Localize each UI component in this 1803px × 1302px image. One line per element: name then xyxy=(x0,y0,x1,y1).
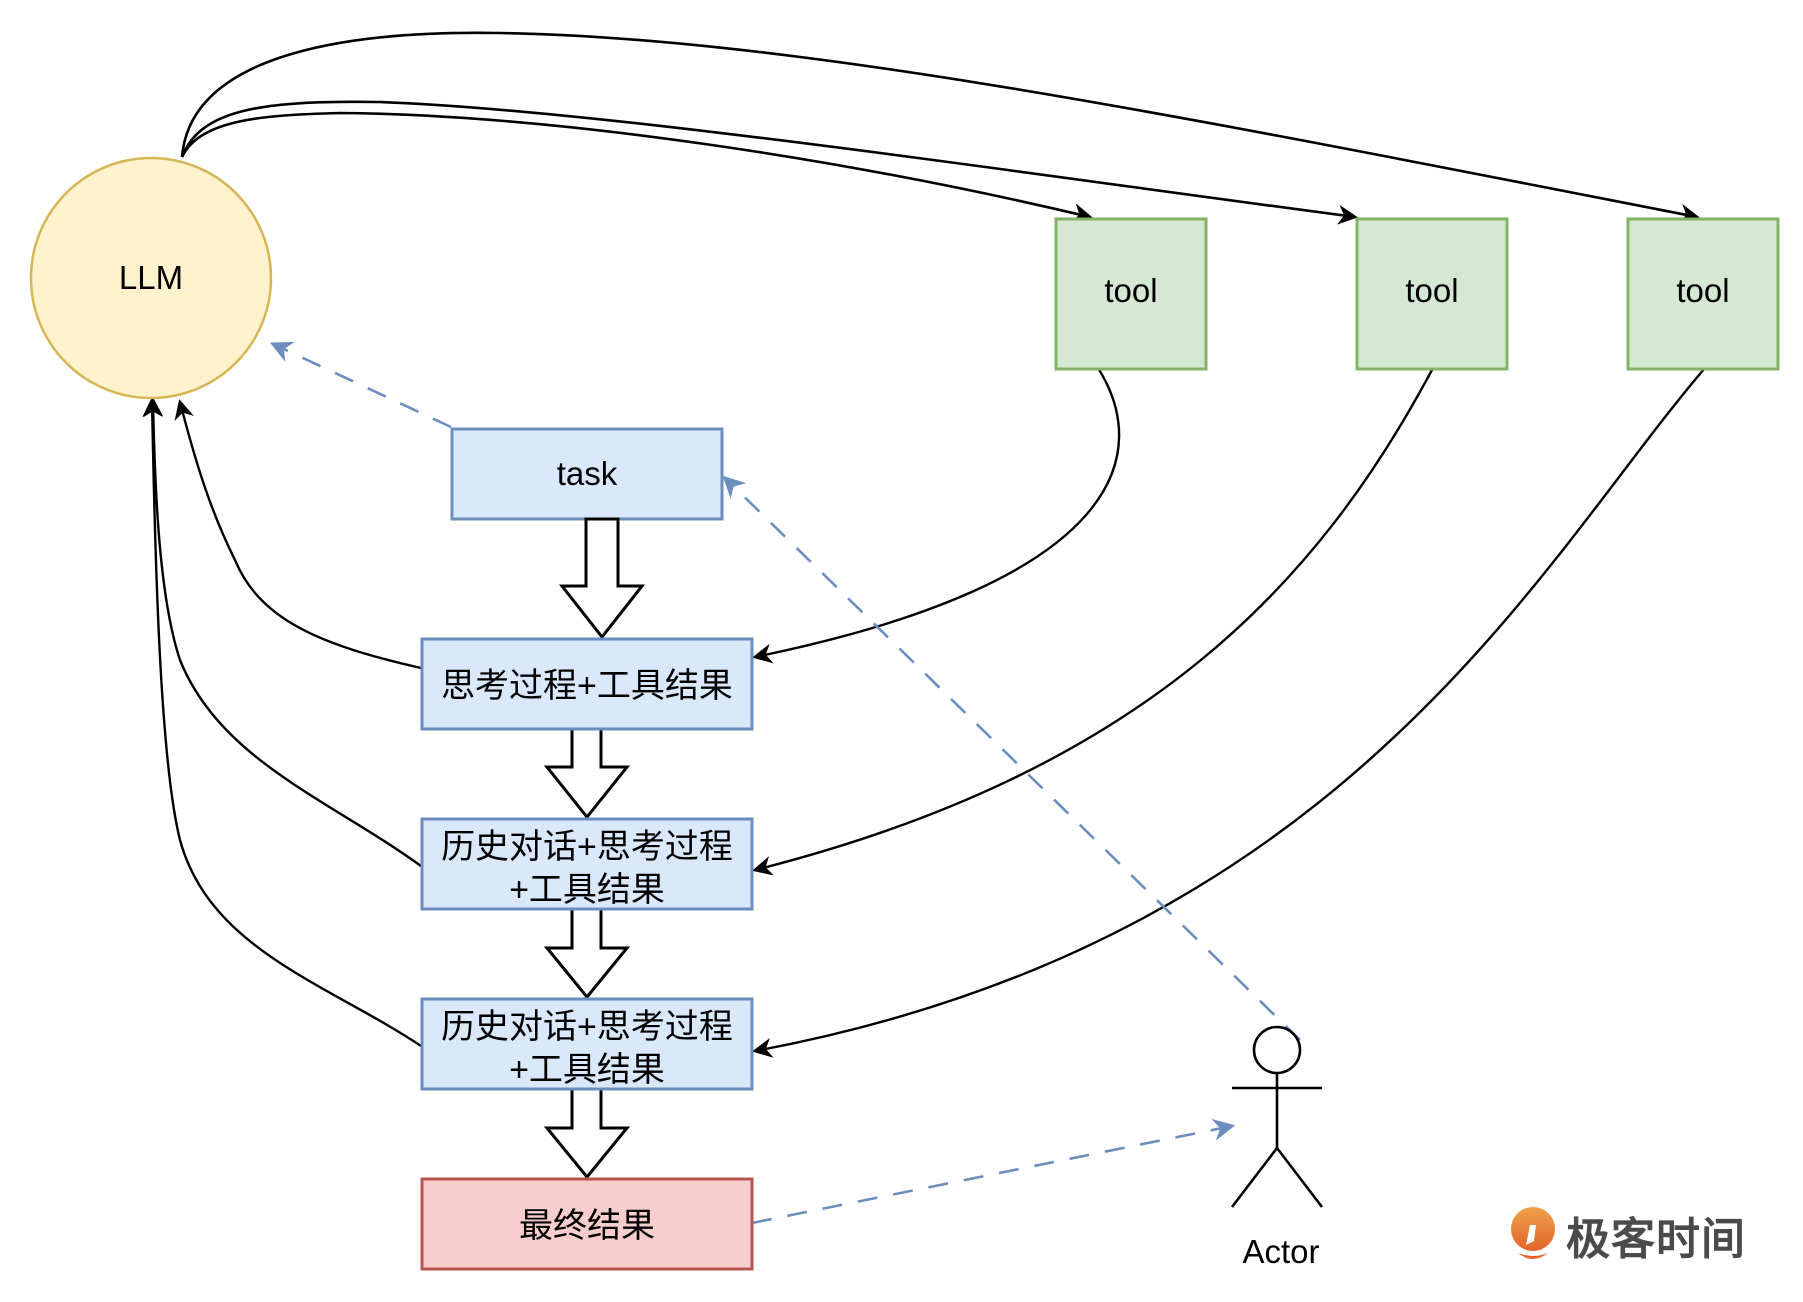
brand-watermark: 极客时间 xyxy=(1508,1203,1746,1267)
dashed-edges xyxy=(270,341,1301,1225)
step-label-line: 思考过程+工具结果 xyxy=(441,667,733,705)
actor-label: Actor xyxy=(1242,1233,1319,1270)
block-arrow-task-step-1 xyxy=(558,517,646,640)
edge-task-llm xyxy=(270,341,452,429)
block-arrows xyxy=(543,517,646,1180)
llm-to-tool-edges xyxy=(180,31,1700,225)
step-node-2[interactable]: 历史对话+思考过程 +工具结果 xyxy=(420,817,754,911)
final-label: 最终结果 xyxy=(519,1207,655,1245)
edge-final-actor xyxy=(751,1118,1236,1225)
edge-step-1-llm xyxy=(174,399,422,670)
actor-left-leg xyxy=(1230,1147,1279,1208)
edge-llm-tool-3 xyxy=(180,31,1700,224)
tool-node-2[interactable]: tool xyxy=(1355,217,1509,371)
step-node-3[interactable]: 历史对话+思考过程 +工具结果 xyxy=(420,997,754,1091)
block-arrow-step-2-step-3 xyxy=(543,907,631,1000)
tool-to-step-edges xyxy=(752,367,1706,1058)
edge-tool-3-step-3 xyxy=(752,367,1706,1058)
edge-tool-1-step-1 xyxy=(752,367,1121,664)
llm-label: LLM xyxy=(119,259,183,296)
tool-label: tool xyxy=(1104,272,1157,309)
step-node-1[interactable]: 思考过程+工具结果 xyxy=(420,637,754,731)
step-label-line: 历史对话+思考过程 xyxy=(441,1008,733,1046)
tool-box xyxy=(1054,217,1208,371)
llm-circle xyxy=(29,156,273,400)
edge-tool-2-step-2 xyxy=(752,367,1435,876)
tool-label: tool xyxy=(1676,272,1729,309)
actor-head xyxy=(1252,1025,1302,1075)
tool-node-1[interactable]: tool xyxy=(1054,217,1208,371)
step-to-llm-edges xyxy=(142,397,422,1047)
final-node[interactable]: 最终结果 xyxy=(420,1177,754,1271)
step-box xyxy=(420,637,754,731)
tool-label: tool xyxy=(1405,272,1458,309)
actor-node[interactable] xyxy=(1230,1025,1324,1208)
step-label-line: 历史对话+思考过程 xyxy=(441,828,733,866)
edge-step-2-llm xyxy=(143,397,422,867)
edge-llm-tool-2 xyxy=(180,100,1358,225)
geektime-logo-icon xyxy=(1511,1207,1555,1259)
edge-step-3-llm xyxy=(142,397,422,1047)
edge-llm-tool-1 xyxy=(180,111,1093,223)
task-label: task xyxy=(557,455,618,492)
edge-actor-task xyxy=(722,475,1301,1041)
step-box xyxy=(420,997,754,1091)
actor-right-leg xyxy=(1275,1147,1324,1208)
brand-name: 极客时间 xyxy=(1566,1214,1746,1265)
tool-box xyxy=(1626,217,1780,371)
final-box xyxy=(420,1177,754,1271)
step-label-line: +工具结果 xyxy=(509,871,665,909)
block-arrow-step-1-step-2 xyxy=(543,727,631,820)
step-box xyxy=(420,817,754,911)
tool-box xyxy=(1355,217,1509,371)
tool-node-3[interactable]: tool xyxy=(1626,217,1780,371)
llm-node[interactable]: LLM xyxy=(29,156,273,400)
step-label-line: +工具结果 xyxy=(509,1051,665,1089)
task-node[interactable]: task xyxy=(450,427,724,521)
block-arrow-step-3-final xyxy=(543,1087,631,1180)
